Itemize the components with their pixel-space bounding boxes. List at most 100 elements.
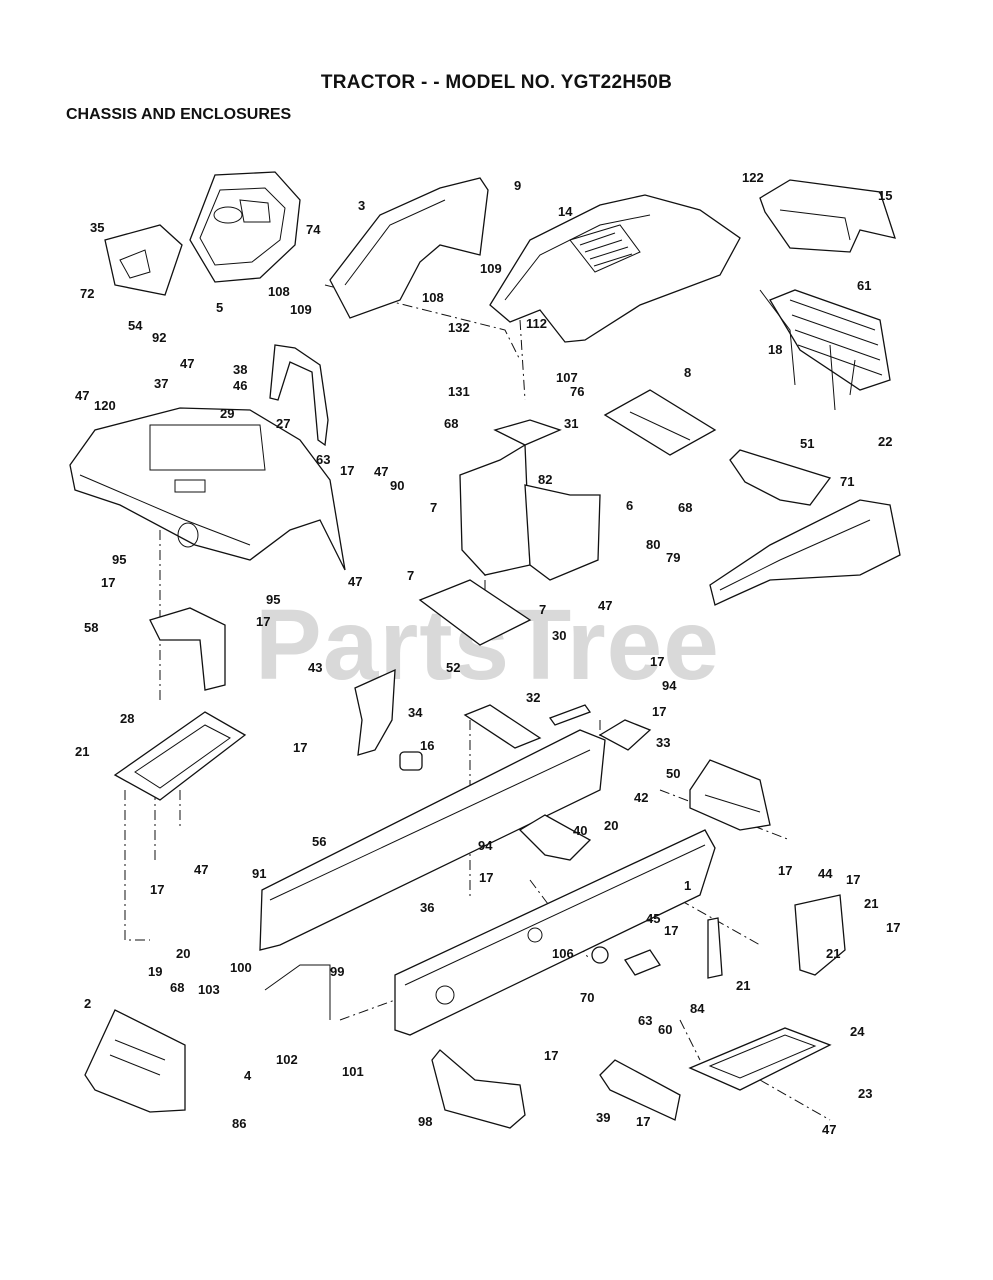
callout-108-a: 108 (268, 284, 290, 299)
callout-47-a: 47 (180, 356, 194, 371)
callout-63-b: 63 (638, 1013, 652, 1028)
axle-bracket-part (794, 894, 846, 976)
plate-part (603, 389, 717, 456)
callout-30: 30 (552, 628, 566, 643)
callout-131: 131 (448, 384, 470, 399)
bracket-98-part (431, 1049, 526, 1129)
callout-47-c: 47 (374, 464, 388, 479)
callout-17-e: 17 (652, 704, 666, 719)
panel-part (104, 224, 183, 296)
callout-22: 22 (878, 434, 892, 449)
dash-console-part (189, 171, 301, 283)
callout-82: 82 (538, 472, 552, 487)
callout-labels: 3 9 14 122 15 35 74 72 108 5 109 54 92 1… (75, 170, 900, 1137)
callout-61: 61 (857, 278, 871, 293)
callout-71: 71 (840, 474, 854, 489)
callout-76: 76 (570, 384, 584, 399)
callout-21-b: 21 (864, 896, 878, 911)
callout-17-n: 17 (636, 1114, 650, 1129)
callout-24: 24 (850, 1024, 865, 1039)
callout-9: 9 (514, 178, 521, 193)
callout-5: 5 (216, 300, 223, 315)
callout-17-m: 17 (544, 1048, 558, 1063)
callout-94-a: 94 (662, 678, 677, 693)
callout-108-b: 108 (422, 290, 444, 305)
callout-21-a: 21 (75, 744, 89, 759)
grille-top-part (759, 179, 896, 253)
callout-39: 39 (596, 1110, 610, 1125)
callout-3: 3 (358, 198, 365, 213)
callout-17-a: 17 (340, 463, 354, 478)
callout-90: 90 (390, 478, 404, 493)
callout-15: 15 (878, 188, 892, 203)
callout-45: 45 (646, 911, 660, 926)
callout-68-b: 68 (678, 500, 692, 515)
callout-100: 100 (230, 960, 252, 975)
callout-44: 44 (818, 866, 833, 881)
callout-35: 35 (90, 220, 104, 235)
callout-16: 16 (420, 738, 434, 753)
side-plate-part (84, 1009, 186, 1113)
callout-106: 106 (552, 946, 574, 961)
plug-part (399, 751, 423, 771)
bracket-34-part (463, 704, 542, 749)
callout-70: 70 (580, 990, 594, 1005)
grille-part (759, 289, 891, 411)
callout-40: 40 (573, 823, 587, 838)
callout-38: 38 (233, 362, 247, 377)
callout-109-a: 109 (290, 302, 312, 317)
callout-92: 92 (152, 330, 166, 345)
callout-58: 58 (84, 620, 98, 635)
callout-132: 132 (448, 320, 470, 335)
callout-34: 34 (408, 705, 423, 720)
callout-72: 72 (80, 286, 94, 301)
callout-122: 122 (742, 170, 764, 185)
footrest-part (113, 711, 247, 801)
callout-79: 79 (666, 550, 680, 565)
callout-52: 52 (446, 660, 460, 675)
callout-17-j: 17 (150, 882, 164, 897)
callout-80: 80 (646, 537, 660, 552)
callout-54: 54 (128, 318, 143, 333)
callout-17-f: 17 (293, 740, 307, 755)
callout-32: 32 (526, 690, 540, 705)
hood-part (489, 194, 741, 343)
support-part (354, 668, 396, 756)
callout-86: 86 (232, 1116, 246, 1131)
callout-37: 37 (154, 376, 168, 391)
callout-17-l: 17 (886, 920, 900, 935)
callout-28: 28 (120, 711, 134, 726)
bracket-40-part (518, 814, 592, 861)
callout-23: 23 (858, 1086, 872, 1101)
callout-50: 50 (666, 766, 680, 781)
callout-42: 42 (634, 790, 648, 805)
callout-103: 103 (198, 982, 220, 997)
fender-part (69, 407, 346, 571)
callout-8: 8 (684, 365, 691, 380)
callout-20-a: 20 (604, 818, 618, 833)
callout-18: 18 (768, 342, 782, 357)
callout-6: 6 (626, 498, 633, 513)
callout-74: 74 (306, 222, 321, 237)
footrest-right-part (688, 1027, 832, 1091)
callout-17-i: 17 (846, 872, 860, 887)
bracket-39-part (599, 1059, 681, 1121)
seat-bracket-part (269, 344, 329, 447)
bracket-part (149, 607, 226, 691)
callout-60: 60 (658, 1022, 672, 1037)
callout-47-g: 47 (822, 1122, 836, 1137)
rod-part (264, 964, 331, 1020)
callout-46: 46 (233, 378, 247, 393)
callout-7-c: 7 (539, 602, 546, 617)
page-title: TRACTOR - - MODEL NO. YGT22H50B (320, 72, 673, 93)
callout-29: 29 (220, 406, 234, 421)
callout-17-d: 17 (650, 654, 664, 669)
callout-31: 31 (564, 416, 578, 431)
dash-tower-part (459, 419, 601, 581)
callout-120: 120 (94, 398, 116, 413)
callout-63-a: 63 (316, 452, 330, 467)
callout-98: 98 (418, 1114, 432, 1129)
callout-19: 19 (148, 964, 162, 979)
callout-51: 51 (800, 436, 814, 451)
callout-17-c: 17 (256, 614, 270, 629)
